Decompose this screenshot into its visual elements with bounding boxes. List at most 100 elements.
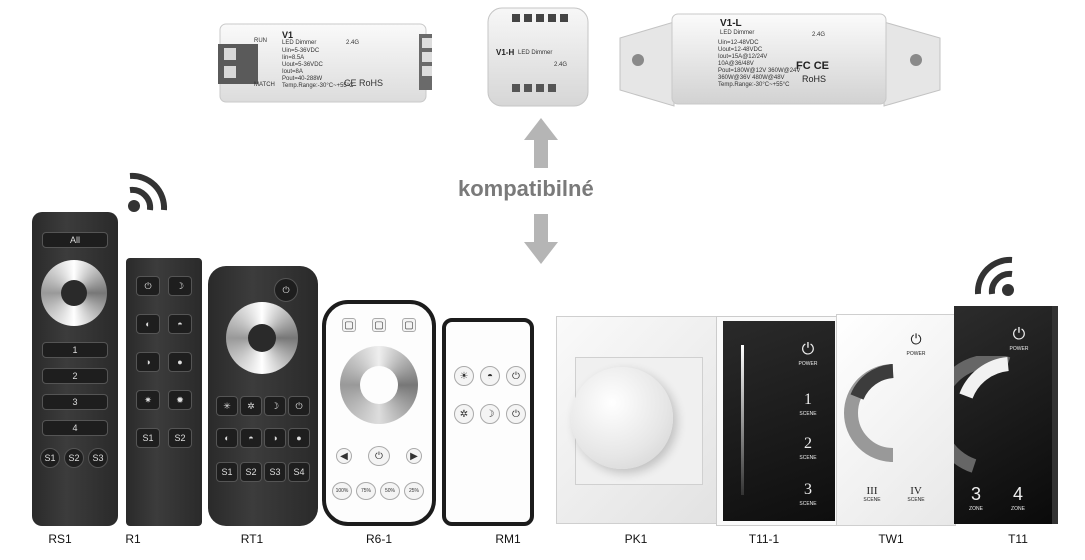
rm1-bright-button[interactable]: ☀ [454,366,474,386]
remote-rt1: ⏻ ✳ ✲ ☽ ⏻ ◐ ◓ ◑ ● S1 S2 S3 S4 [208,266,318,526]
r1-button[interactable]: ✷ [136,390,160,410]
rt1-scene-button-3[interactable]: S3 [264,462,286,482]
remote-r1: ⏻ ☽ ◐ ◓ ◑ ● ✷ ✹ S1 S2 [126,258,202,526]
rt1-button[interactable]: ◓ [240,428,262,448]
r6-1-preset-75[interactable]: 75% [356,482,376,500]
r1-scene-label: S1 [142,433,154,443]
double-arrow [524,118,558,264]
t11-touch-arc[interactable] [954,356,1014,476]
wifi-icon [974,256,1014,296]
rs1-row-button-1[interactable]: 1 [42,342,108,358]
t11-1-scene-1[interactable]: 1 [804,391,812,408]
rt1-wheel-center [248,324,276,352]
r6-1-preset-label: 75% [360,488,371,494]
rm1-dim-button[interactable]: ✲ [454,404,474,424]
rt1-button[interactable]: ◐ [216,428,238,448]
r6-1-preset-50[interactable]: 50% [380,482,400,500]
r1-button[interactable]: ◑ [136,352,160,372]
rm1-power-button[interactable]: ⏻ [506,366,526,386]
v1-subtitle: LED Dimmer [282,40,317,46]
rt1-scene-button-2[interactable]: S2 [240,462,262,482]
rt1-button[interactable]: ◑ [264,428,286,448]
rt1-power-button[interactable]: ⏻ [274,278,298,302]
rt1-color-wheel[interactable] [226,302,298,374]
rs1-row-label: 3 [72,397,78,407]
r1-button[interactable]: ✹ [168,390,192,410]
rs1-scene-button-2[interactable]: S2 [64,448,84,468]
rm1-half-button[interactable]: ◓ [480,366,500,386]
tw1-touch-arc[interactable] [843,363,903,463]
pk1-rotary-knob[interactable] [571,367,673,469]
r6-1-zone-button[interactable]: ▢ [402,318,416,332]
panel-t11: ⏻ POWER 3 ZONE 4 ZONE [954,306,1058,524]
headline-compatible: kompatibilné [458,176,594,201]
v1-marks: CE RoHS [344,78,384,88]
r1-button[interactable]: ◓ [168,314,192,334]
t11-zone-3[interactable]: 3 [970,484,981,504]
rs1-color-wheel[interactable] [41,260,107,326]
r1-button[interactable]: ◐ [136,314,160,334]
v1-l-rf: 2.4G [812,32,826,38]
v1-spec-line: Iout=8A [282,69,303,75]
r6-1-color-wheel[interactable] [340,346,418,424]
rt1-button[interactable]: ● [288,428,310,448]
r6-1-zone-button[interactable]: ▢ [342,318,356,332]
caption-t11-1: T11-1 [748,532,780,546]
rs1-row-label: 4 [72,423,78,433]
r1-scene-button-2[interactable]: S2 [168,428,192,448]
v1-match-label: MATCH [254,82,275,88]
remote-rs1: All 1 2 3 4 S1 S2 S3 [32,212,118,526]
v1-l-spec-list: Uin=12-48VDC Uout=12-48VDC Iout=15A@12/2… [718,40,838,89]
controller-v1-h: V1-H LED Dimmer 2.4G [482,4,594,110]
r6-1-preset-label: 50% [384,488,395,494]
r6-1-zone-button[interactable]: ▢ [372,318,386,332]
rs1-all-label: All [69,235,80,245]
rt1-button[interactable]: ✲ [240,396,262,416]
t11-1-scene-2[interactable]: 2 [804,435,812,452]
v1-spec-list: Uin=5-36VDC Iin=8.5A Uout=5-36VDC Iout=8… [282,48,372,90]
tw1-power-icon[interactable]: ⏻ [910,333,922,348]
rm1-night-button[interactable]: ☽ [480,404,500,424]
rs1-scene-button-1[interactable]: S1 [40,448,60,468]
v1-l-marks: FC CE [796,60,829,72]
wifi-icon [128,172,168,212]
t11-zone-label: ZONE [1011,506,1025,512]
t11-power-icon[interactable]: ⏻ [1012,326,1026,343]
rs1-row-button-3[interactable]: 3 [42,394,108,410]
rt1-button[interactable]: ✳ [216,396,238,416]
t11-zone-4[interactable]: 4 [1012,484,1023,504]
v1-l-spec-line: Uout=12-48VDC [718,47,763,53]
caption-rm1: RM1 [495,532,521,546]
v1-l-spec-line: Temp.Range:-30°C~+55°C [718,82,790,88]
controller-v1-h-body [487,7,589,107]
rt1-scene-button-4[interactable]: S4 [288,462,310,482]
rs1-all-button[interactable]: All [42,232,108,248]
tw1-scene-iii[interactable]: III [866,485,878,497]
r1-button[interactable]: ● [168,352,192,372]
remote-rm1: ☀ ◓ ⏻ ✲ ☽ ⏻ [442,318,534,526]
r1-night-button[interactable]: ☽ [168,276,192,296]
rs1-row-button-4[interactable]: 4 [42,420,108,436]
r6-1-power-button[interactable]: ⏻ [368,446,390,466]
r6-1-left-button[interactable]: ◀ [336,448,352,464]
v1-spec-line: Pout=40-288W [282,76,323,82]
v1-spec-line: Iin=8.5A [282,55,305,61]
t11-1-slider[interactable] [741,345,744,495]
r6-1-preset-25[interactable]: 25% [404,482,424,500]
t11-1-power-icon[interactable]: ⏻ [801,341,815,358]
r1-power-button[interactable]: ⏻ [136,276,160,296]
r6-1-right-button[interactable]: ▶ [406,448,422,464]
rt1-button[interactable]: ⏻ [288,396,310,416]
rs1-scene-button-3[interactable]: S3 [88,448,108,468]
tw1-power-label: POWER [906,351,926,357]
t11-1-scene-3[interactable]: 3 [804,481,812,498]
rt1-scene-button-1[interactable]: S1 [216,462,238,482]
tw1-scene-iv[interactable]: IV [910,485,922,497]
rs1-row-button-2[interactable]: 2 [42,368,108,384]
r6-1-preset-100[interactable]: 100% [332,482,352,500]
r1-scene-button-1[interactable]: S1 [136,428,160,448]
rt1-button[interactable]: ☽ [264,396,286,416]
rm1-timer-button[interactable]: ⏻ [506,404,526,424]
r1-scene-label: S2 [174,433,186,443]
v1-spec-line: Uout=5-36VDC [282,62,323,68]
